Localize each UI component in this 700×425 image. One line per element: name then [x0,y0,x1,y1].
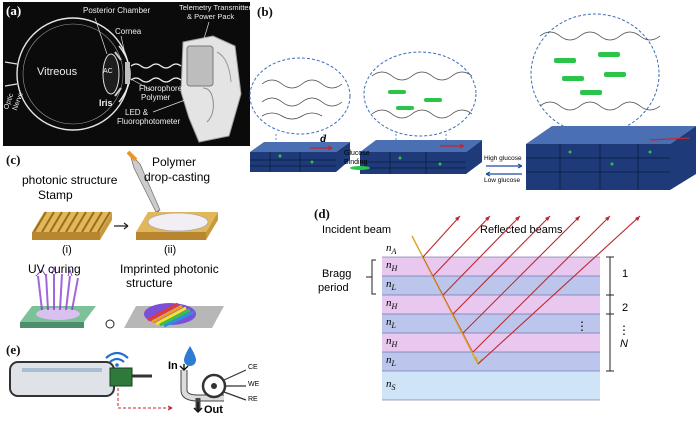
panel-e: (e) In Out CE WE RE [2,340,282,420]
rainbow-stripes [144,302,196,328]
telemetry-label: Telemetry Transmitter [179,3,252,12]
step-ii-label: (ii) [164,244,177,256]
imprinted-label-1: Imprinted photonic [120,262,219,276]
d-label: d [320,134,327,145]
sensor-chip [109,367,133,387]
layer-label-1: nL [386,278,396,293]
layer-label-4: nH [386,335,398,350]
bragg-stack: ⋮ ⋮ [366,215,641,401]
layer-5 [382,352,600,371]
fluorophore-label-2: Polymer [141,93,171,102]
polymer-drop [147,212,209,232]
bragg-brace [366,259,376,295]
layer-label-2: nH [386,297,398,312]
layer-1 [382,276,600,295]
panel-d-label: (d) [314,206,330,221]
imprinted-label-2: structure [126,276,173,290]
uv-label: UV curing [28,262,81,276]
substrate-layer [382,371,600,400]
panel-c-label: (c) [6,152,21,167]
hydrogel-illustration [249,13,696,190]
stamp-label: Stamp [38,188,73,202]
layer-label-3: nL [386,316,396,331]
reflected-beams-label: Reflected beams [480,224,563,236]
out-label: Out [204,404,223,416]
panel-a: (a) Posterior Chamber Telemetry Transmit… [3,2,252,146]
panel-d: (d) Incident beam Reflected beams Bragg … [300,202,696,402]
photonic-label: photonic structure [22,173,118,187]
data-link-arrow [117,388,172,409]
optic-nerve [4,61,18,87]
re-label: RE [248,396,258,403]
layer-0 [382,257,600,276]
lens [102,53,120,95]
drop-icon [184,346,196,366]
n-a-label: nA [386,242,397,257]
panel-a-label: (a) [6,3,22,18]
led-label-2: Fluorophotometer [117,117,181,126]
ce-label: CE [248,364,258,371]
reflected-beams [422,215,641,365]
period-ruler [606,256,614,372]
panel-b-label: (b) [257,4,273,19]
signal-wave-1 [130,63,182,69]
high-glucose-label: High glucose [484,155,522,162]
fabrication-illustration [20,150,224,329]
power-pack-label: & Power Pack [187,12,235,21]
fluorophore-label-1: Fluorophore [139,84,183,93]
layer-label-0: nH [386,259,398,274]
panel-c: (c) [2,150,252,340]
layer-4 [382,333,600,352]
in-label: In [168,360,178,372]
glucose-label: Glucose [344,150,370,157]
period-1-label: 1 [622,268,629,280]
iris-label: Iris [99,98,113,108]
glucose-binding-arrow [350,166,370,170]
cornea-label: Cornea [115,27,142,36]
out-arrow [193,402,203,413]
fluorophore-chip [125,62,130,84]
step-arrow [114,222,129,230]
bragg-label-2: period [318,282,349,294]
binding-label: Binding [344,159,368,166]
eye-implant-illustration [4,17,242,143]
polymer-label-1: Polymer [152,155,197,169]
hydrogel-block-2 [360,140,482,174]
posterior-chamber-label: Posterior Chamber [83,6,151,15]
svg-text:⋮: ⋮ [618,323,630,337]
period-2-label: 2 [622,302,629,314]
bragg-label-1: Bragg [322,268,352,280]
layer-3 [382,314,600,333]
glasses-lens [9,361,115,397]
panel-e-label: (e) [6,342,21,357]
eyeglass-sensor-illustration [9,346,247,413]
signal-wave-2 [130,77,182,83]
d-arrow-3 [649,137,691,141]
polymer-label-2: drop-casting [144,170,211,184]
low-glucose-label: Low glucose [484,177,521,184]
rotate-arrow-icon [105,319,115,329]
in-arrow [179,364,189,371]
we-label: WE [248,381,260,388]
panel-b: (b) [240,2,698,192]
wifi-icon [105,351,129,363]
period-n-label: N [620,338,628,350]
ac-label: AC [103,68,113,75]
vitreous-label: Vitreous [37,66,78,78]
step-i-label: (i) [62,244,72,256]
zoom-bubble-1 [249,57,351,135]
uv-rays [37,273,79,311]
led-label-1: LED & [125,108,149,117]
incident-beam-label: Incident beam [322,224,392,236]
zoom-bubble-2 [363,51,477,137]
layer-label-5: nL [386,354,396,369]
n-s-label: nS [386,378,396,393]
dots-icon: ⋮ [576,319,588,333]
